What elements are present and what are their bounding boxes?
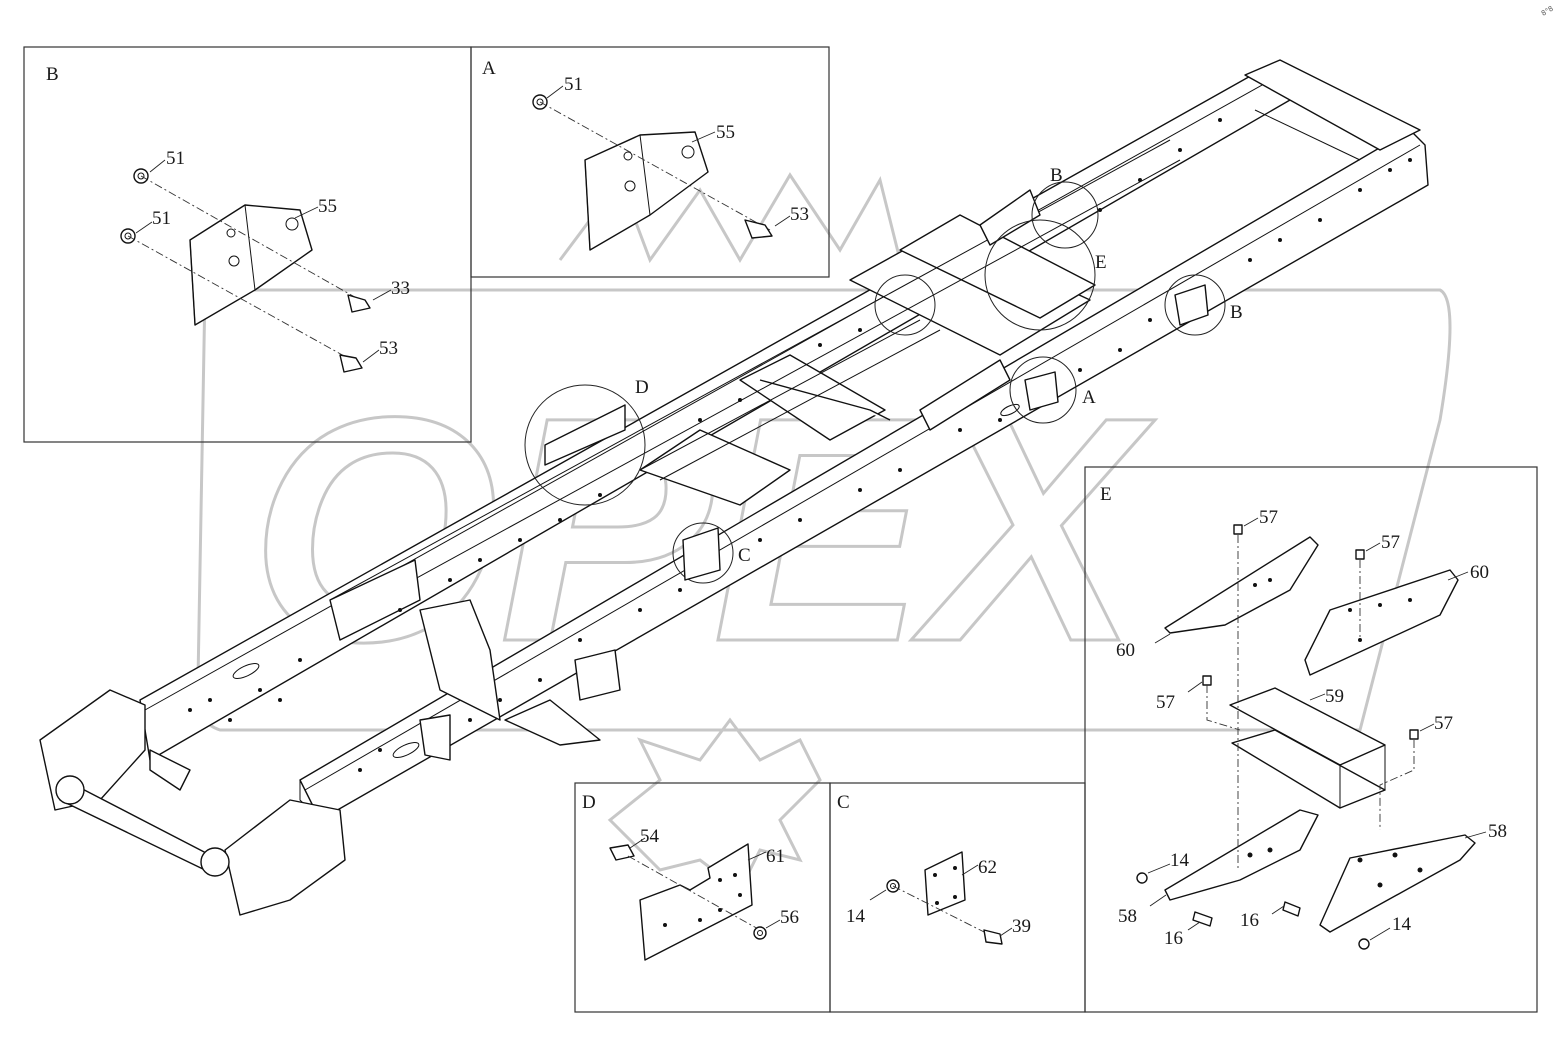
corner-mark: 8°8 — [1540, 5, 1555, 18]
detail-a-frame — [470, 46, 830, 278]
b-part-53: 53 — [379, 338, 398, 359]
frame-holes — [188, 118, 1412, 772]
e-part-57a: 57 — [1259, 507, 1278, 528]
e-part-60a: 60 — [1470, 562, 1489, 583]
detail-e-frame — [1084, 466, 1538, 1013]
e-part-16a: 16 — [1164, 928, 1183, 949]
e-part-16b: 16 — [1240, 910, 1259, 931]
callout-circle-b-top — [1031, 181, 1099, 249]
c-part-39: 39 — [1012, 916, 1031, 937]
b-part-51a: 51 — [166, 148, 185, 169]
detail-a: A 51 55 53 — [470, 46, 830, 278]
detail-b: B 51 51 55 33 53 — [23, 46, 472, 443]
callout-circle-e — [984, 219, 1096, 331]
detail-d-title: D — [582, 792, 596, 813]
callout-e-label: E — [1095, 252, 1107, 273]
detail-c-title: C — [837, 792, 850, 813]
c-part-14: 14 — [846, 906, 866, 927]
c-part-62: 62 — [978, 857, 997, 878]
callout-a-label: A — [1082, 387, 1096, 408]
e-part-60b: 60 — [1116, 640, 1135, 661]
a-part-55: 55 — [716, 122, 735, 143]
detail-c: C 62 14 39 — [829, 782, 1086, 1013]
detail-e-title: E — [1100, 484, 1112, 505]
d-part-61: 61 — [766, 846, 785, 867]
e-part-59: 59 — [1325, 686, 1344, 707]
callout-c-label: C — [738, 545, 751, 566]
callout-d-label: D — [635, 377, 649, 398]
a-part-51: 51 — [564, 74, 583, 95]
e-part-14a: 14 — [1170, 850, 1190, 871]
callout-circle-a — [1009, 356, 1077, 424]
callout-b-top-label: B — [1050, 165, 1063, 186]
detail-a-title: A — [482, 58, 496, 79]
detail-b-title: B — [46, 64, 59, 85]
d-part-56: 56 — [780, 907, 799, 928]
detail-d: D 54 61 56 — [574, 782, 831, 1013]
a-part-53: 53 — [790, 204, 809, 225]
e-part-57d: 57 — [1434, 713, 1453, 734]
detail-c-frame — [829, 782, 1086, 1013]
b-part-55: 55 — [318, 196, 337, 217]
e-part-57c: 57 — [1156, 692, 1175, 713]
e-part-57b: 57 — [1381, 532, 1400, 553]
callout-b-side-label: B — [1230, 302, 1243, 323]
main-callouts: B E B A D C — [524, 165, 1243, 584]
b-part-51b: 51 — [152, 208, 171, 229]
callout-circle-d — [524, 384, 646, 506]
e-part-58a: 58 — [1488, 821, 1507, 842]
e-part-58b: 58 — [1118, 906, 1137, 927]
chassis-frame — [39, 59, 1429, 916]
b-part-33: 33 — [391, 278, 410, 299]
callout-circle-c — [672, 522, 734, 584]
detail-e: E 57 57 60 60 — [1084, 466, 1538, 1013]
callout-circle-b-side — [1164, 274, 1226, 336]
e-part-14b: 14 — [1392, 914, 1412, 935]
d-part-54: 54 — [640, 826, 660, 847]
